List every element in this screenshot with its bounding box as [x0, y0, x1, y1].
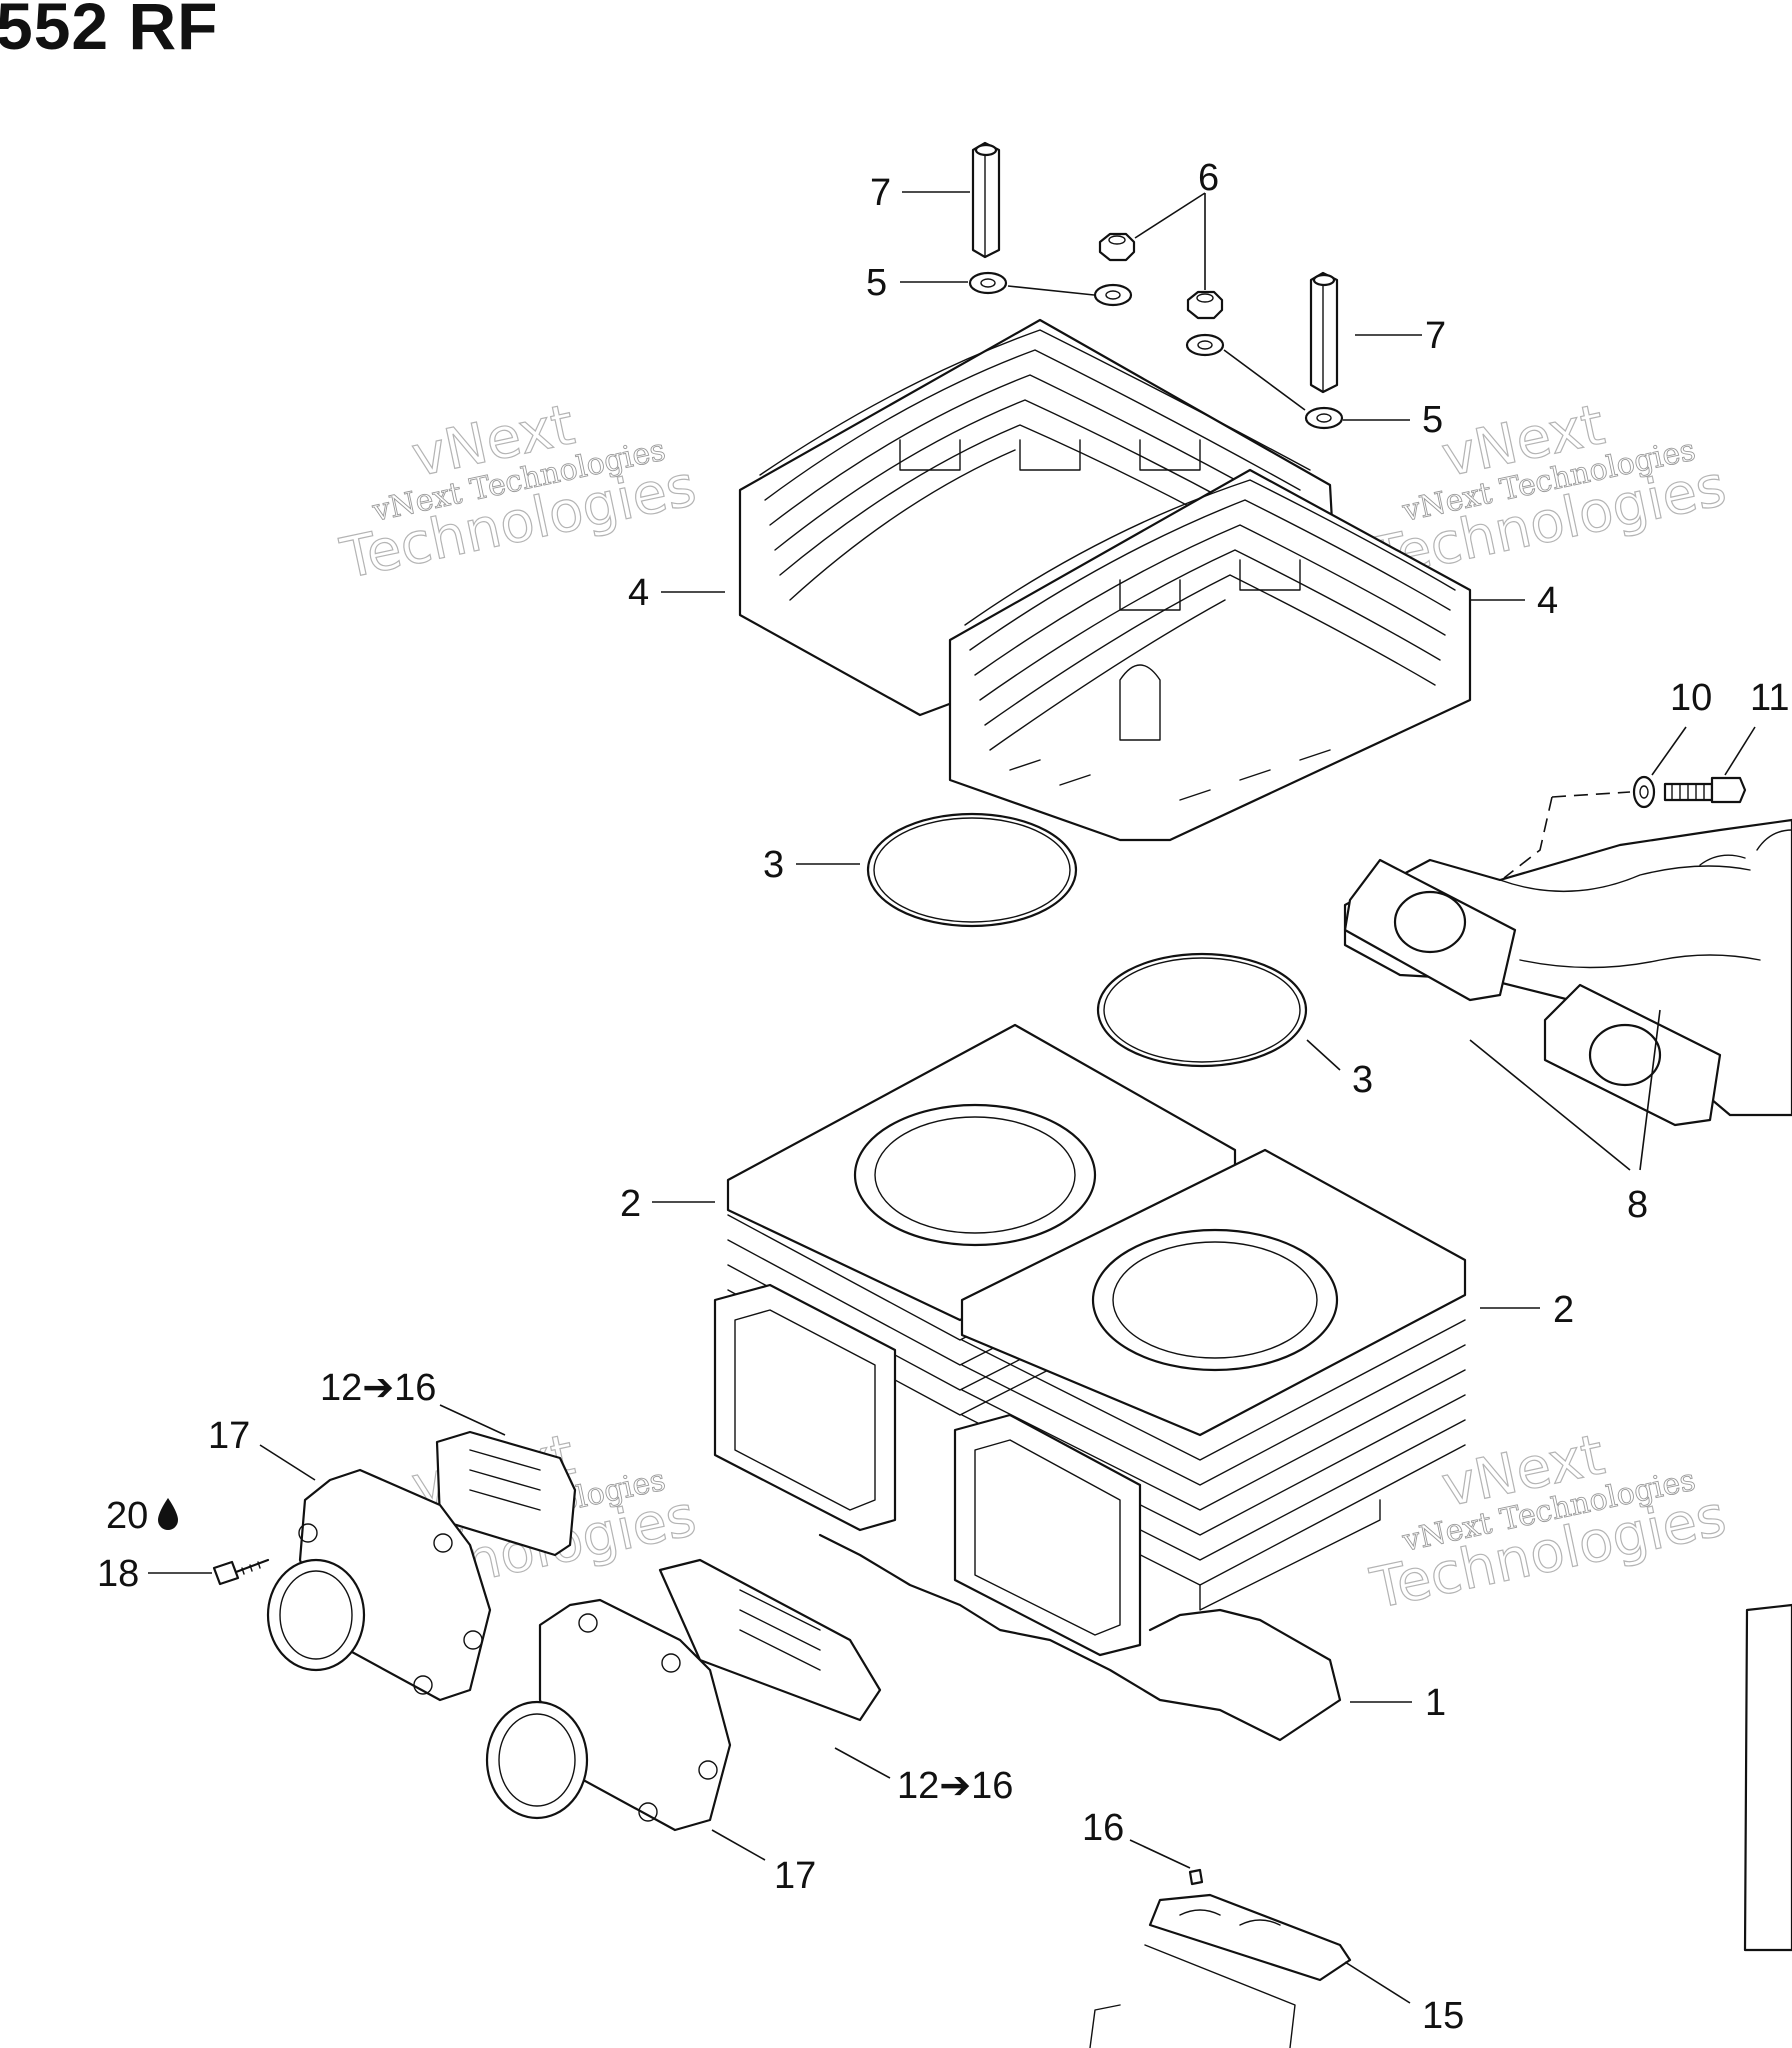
callout-5: 5 [1422, 399, 1443, 441]
callout-20: 20 [106, 1495, 148, 1537]
base-gasket [818, 1533, 1342, 1742]
callout-2: 2 [1553, 1289, 1574, 1331]
callout-18: 18 [97, 1553, 139, 1595]
o-ring-upper [866, 812, 1078, 928]
oil-drop-icon [158, 1498, 178, 1530]
decal-plate [1743, 1603, 1792, 1952]
washers [968, 271, 1344, 430]
watermark-right-bottom: vNext Technologies vNext Technologies [1364, 1422, 1732, 1623]
leader-dashed [1503, 796, 1553, 879]
callout-12-16: 12➔16 [320, 1367, 436, 1409]
intake-port-right [953, 1413, 1142, 1657]
exhaust-bolt-11 [1663, 776, 1747, 804]
callout-4: 4 [628, 572, 649, 614]
exhaust-washer-10 [1632, 775, 1656, 809]
callout-7: 7 [870, 172, 891, 214]
callout-16: 16 [1082, 1807, 1124, 1849]
callout-7: 7 [1425, 315, 1446, 357]
reed-petal-15 [1089, 1893, 1352, 2048]
callout-1: 1 [1425, 1682, 1446, 1724]
callout-6: 6 [1198, 157, 1219, 199]
intake-manifold-left [266, 1468, 492, 1702]
callout-2: 2 [620, 1183, 641, 1225]
callout-12-16: 12➔16 [897, 1765, 1013, 1807]
callout-3: 3 [763, 844, 784, 886]
callout-10: 10 [1670, 677, 1712, 719]
o-ring-upper-inner [873, 817, 1071, 923]
bolt-18 [212, 1558, 270, 1586]
callout-20-group: 20 [106, 1495, 178, 1537]
nut-left [1098, 232, 1136, 262]
callout-3: 3 [1352, 1059, 1373, 1101]
callout-17: 17 [774, 1855, 816, 1897]
leader-dashed [1551, 791, 1631, 798]
reed-valve-left [435, 1430, 577, 1557]
o-ring-lower [1096, 952, 1308, 1068]
o-ring-lower-inner [1103, 957, 1301, 1063]
leader-lines [148, 191, 1756, 2004]
stud-spacer-right [1309, 271, 1339, 394]
page-title: 552 RF [0, 0, 219, 63]
exhaust-gaskets [1343, 858, 1722, 1127]
intake-manifold-right [485, 1598, 732, 1832]
stud-spacer-left [971, 141, 1001, 259]
callout-11: 11 [1750, 677, 1789, 719]
intake-port-left [713, 1283, 897, 1532]
watermark-left-top: vNext Technologies vNext Technologies [334, 392, 702, 593]
callout-17: 17 [208, 1415, 250, 1457]
watermark-right-top: vNext Technologies vNext Technologies [1364, 392, 1732, 593]
nut-right [1186, 290, 1224, 320]
callout-5: 5 [866, 262, 887, 304]
reed-screw-16 [1188, 1868, 1204, 1886]
cylinder-head-right [948, 468, 1472, 842]
callout-15: 15 [1422, 1995, 1464, 2037]
callout-4: 4 [1537, 580, 1558, 622]
callout-8: 8 [1627, 1184, 1648, 1226]
